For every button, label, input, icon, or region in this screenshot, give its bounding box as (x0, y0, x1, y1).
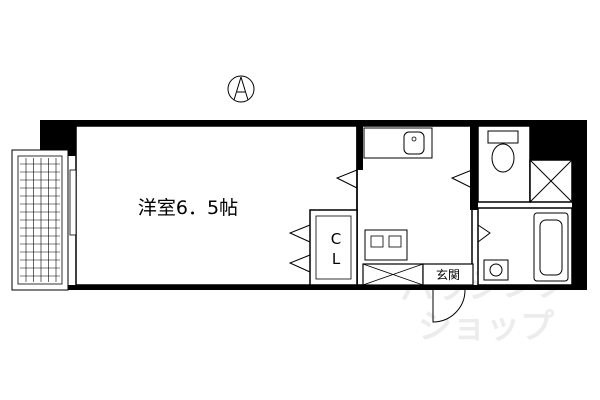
compass-north-icon (227, 75, 255, 103)
western-room-label: 洋室6．5帖 (138, 197, 238, 219)
closet-label-c: C (331, 230, 341, 248)
closet-label-l: L (332, 250, 341, 268)
balcony-window (69, 169, 77, 236)
door-swings (288, 169, 491, 323)
entrance-outline (422, 263, 474, 286)
kitchen-sink (363, 127, 433, 159)
stove (364, 229, 408, 261)
balcony-grid (20, 158, 60, 282)
entrance-label: 玄関 (436, 267, 460, 282)
shoe-box (362, 263, 424, 286)
bathroom (477, 207, 573, 286)
svg-text:ショップ: ショップ (418, 307, 554, 347)
toilet-room (477, 125, 531, 203)
pipe-shaft (529, 159, 573, 203)
exterior-walls (40, 120, 587, 290)
closet-outline (309, 209, 358, 286)
